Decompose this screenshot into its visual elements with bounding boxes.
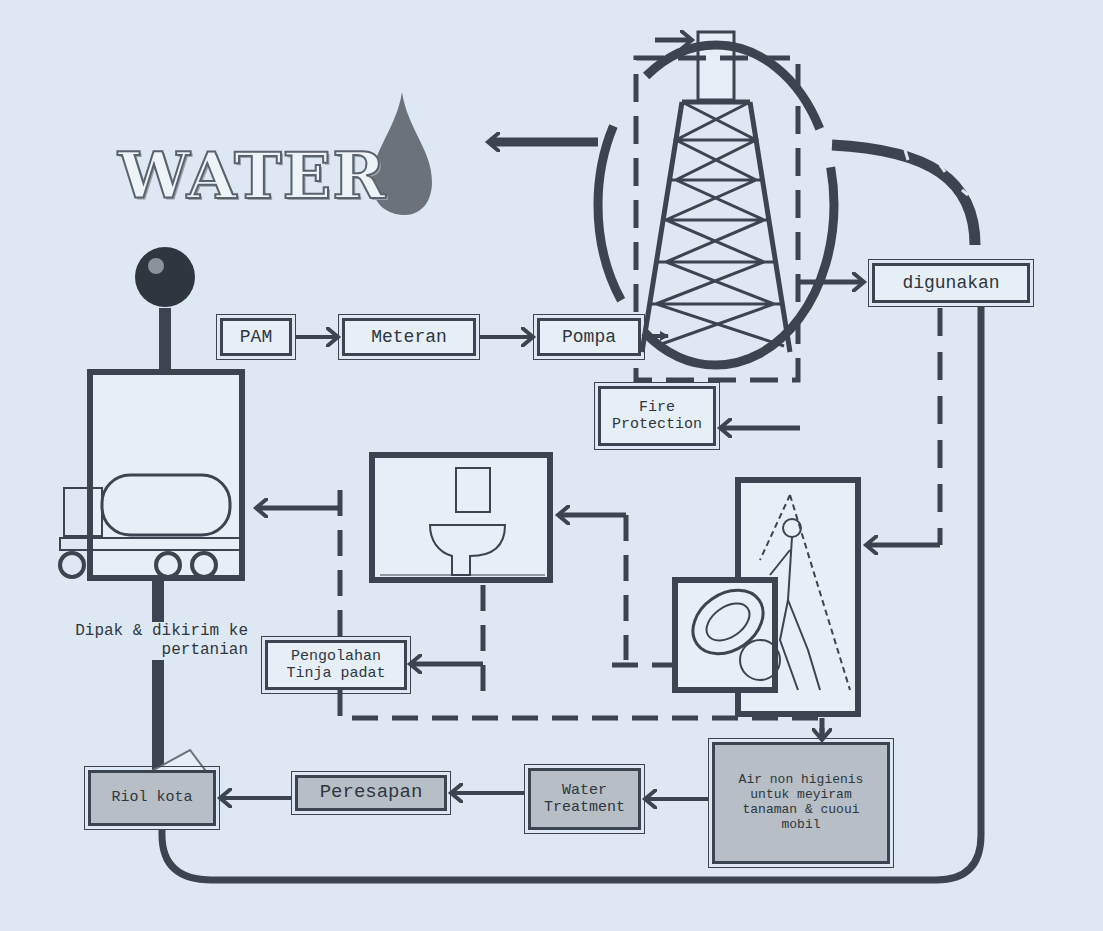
process-box: Air non higienis untuk meyiram tanaman &… [712,742,890,864]
process-box: Pengolahan Tinja padat [265,640,407,690]
process-box: Meteran [342,318,476,356]
flow-connector [222,796,291,800]
process-box: Peresapan [295,775,447,811]
supply-ball [148,258,164,274]
dashed-flow [412,662,483,667]
water-tower [490,138,598,147]
process-box: Fire Protection [598,386,716,446]
dashed-flow [868,543,940,548]
water-tower [636,58,798,380]
box-text: PAM [240,327,272,348]
box-text: Air non higienis untuk meyiram tanaman &… [723,773,879,833]
water-tower [490,32,975,380]
water-tower [642,334,668,338]
truck-box [152,578,164,770]
dashed-flow [258,506,340,511]
process-box: Water Treatment [528,768,641,830]
flow-connector [453,791,524,795]
shower-box [675,480,858,714]
dashed-flow [481,585,486,692]
truck-box [90,372,242,578]
truck-box [60,553,84,577]
shower-box [681,577,775,666]
process-box: Pompa [537,318,641,356]
toilet-box [372,455,550,580]
toilet-box [430,525,505,575]
dashed-flow [612,515,672,665]
water-tower [798,280,862,285]
box-text: Pengolahan Tinja padat [276,648,396,683]
truck-box [192,553,216,577]
note-label: Dipak & dikirim ke pertanian [66,622,248,660]
box-text: digunakan [902,273,999,294]
supply-ball [135,247,195,372]
shower-box [700,596,757,648]
dashed-flow [722,426,800,431]
water-tower [905,150,968,195]
box-text: Pompa [562,327,616,348]
dashed-flow [820,718,825,738]
toilet-box [372,455,550,580]
process-box: PAM [220,318,292,356]
dashed-flow [258,308,940,738]
water-tower [655,38,690,43]
box-text: Meteran [371,327,447,348]
process-box: Riol kota [88,770,216,826]
dashed-flow [938,308,943,545]
truck-box [64,488,102,536]
dashed-flow [560,513,626,518]
water-tower [652,102,784,346]
box-text: Riol kota [111,789,192,806]
supply-ball [135,247,195,307]
toilet-box [380,575,545,576]
truck-box [60,538,242,550]
process-box: digunakan [872,263,1030,303]
title: WATER [118,138,387,213]
box-text: Peresapan [320,782,423,804]
flow-connector [296,335,336,339]
flow-connector [162,307,981,880]
flow-connector [480,335,531,339]
water-tower [642,102,790,352]
box-text: Water Treatment [539,782,630,817]
flow-connector [647,797,708,801]
toilet-box [456,468,490,512]
shower-box [740,640,780,680]
truck-box [102,475,230,535]
truck-box [60,372,242,770]
shower-box [675,580,775,690]
water-tower [832,145,975,245]
supply-ball [159,308,171,372]
truck-box [156,553,180,577]
shower-box [783,519,801,537]
box-text: Fire Protection [609,399,705,434]
